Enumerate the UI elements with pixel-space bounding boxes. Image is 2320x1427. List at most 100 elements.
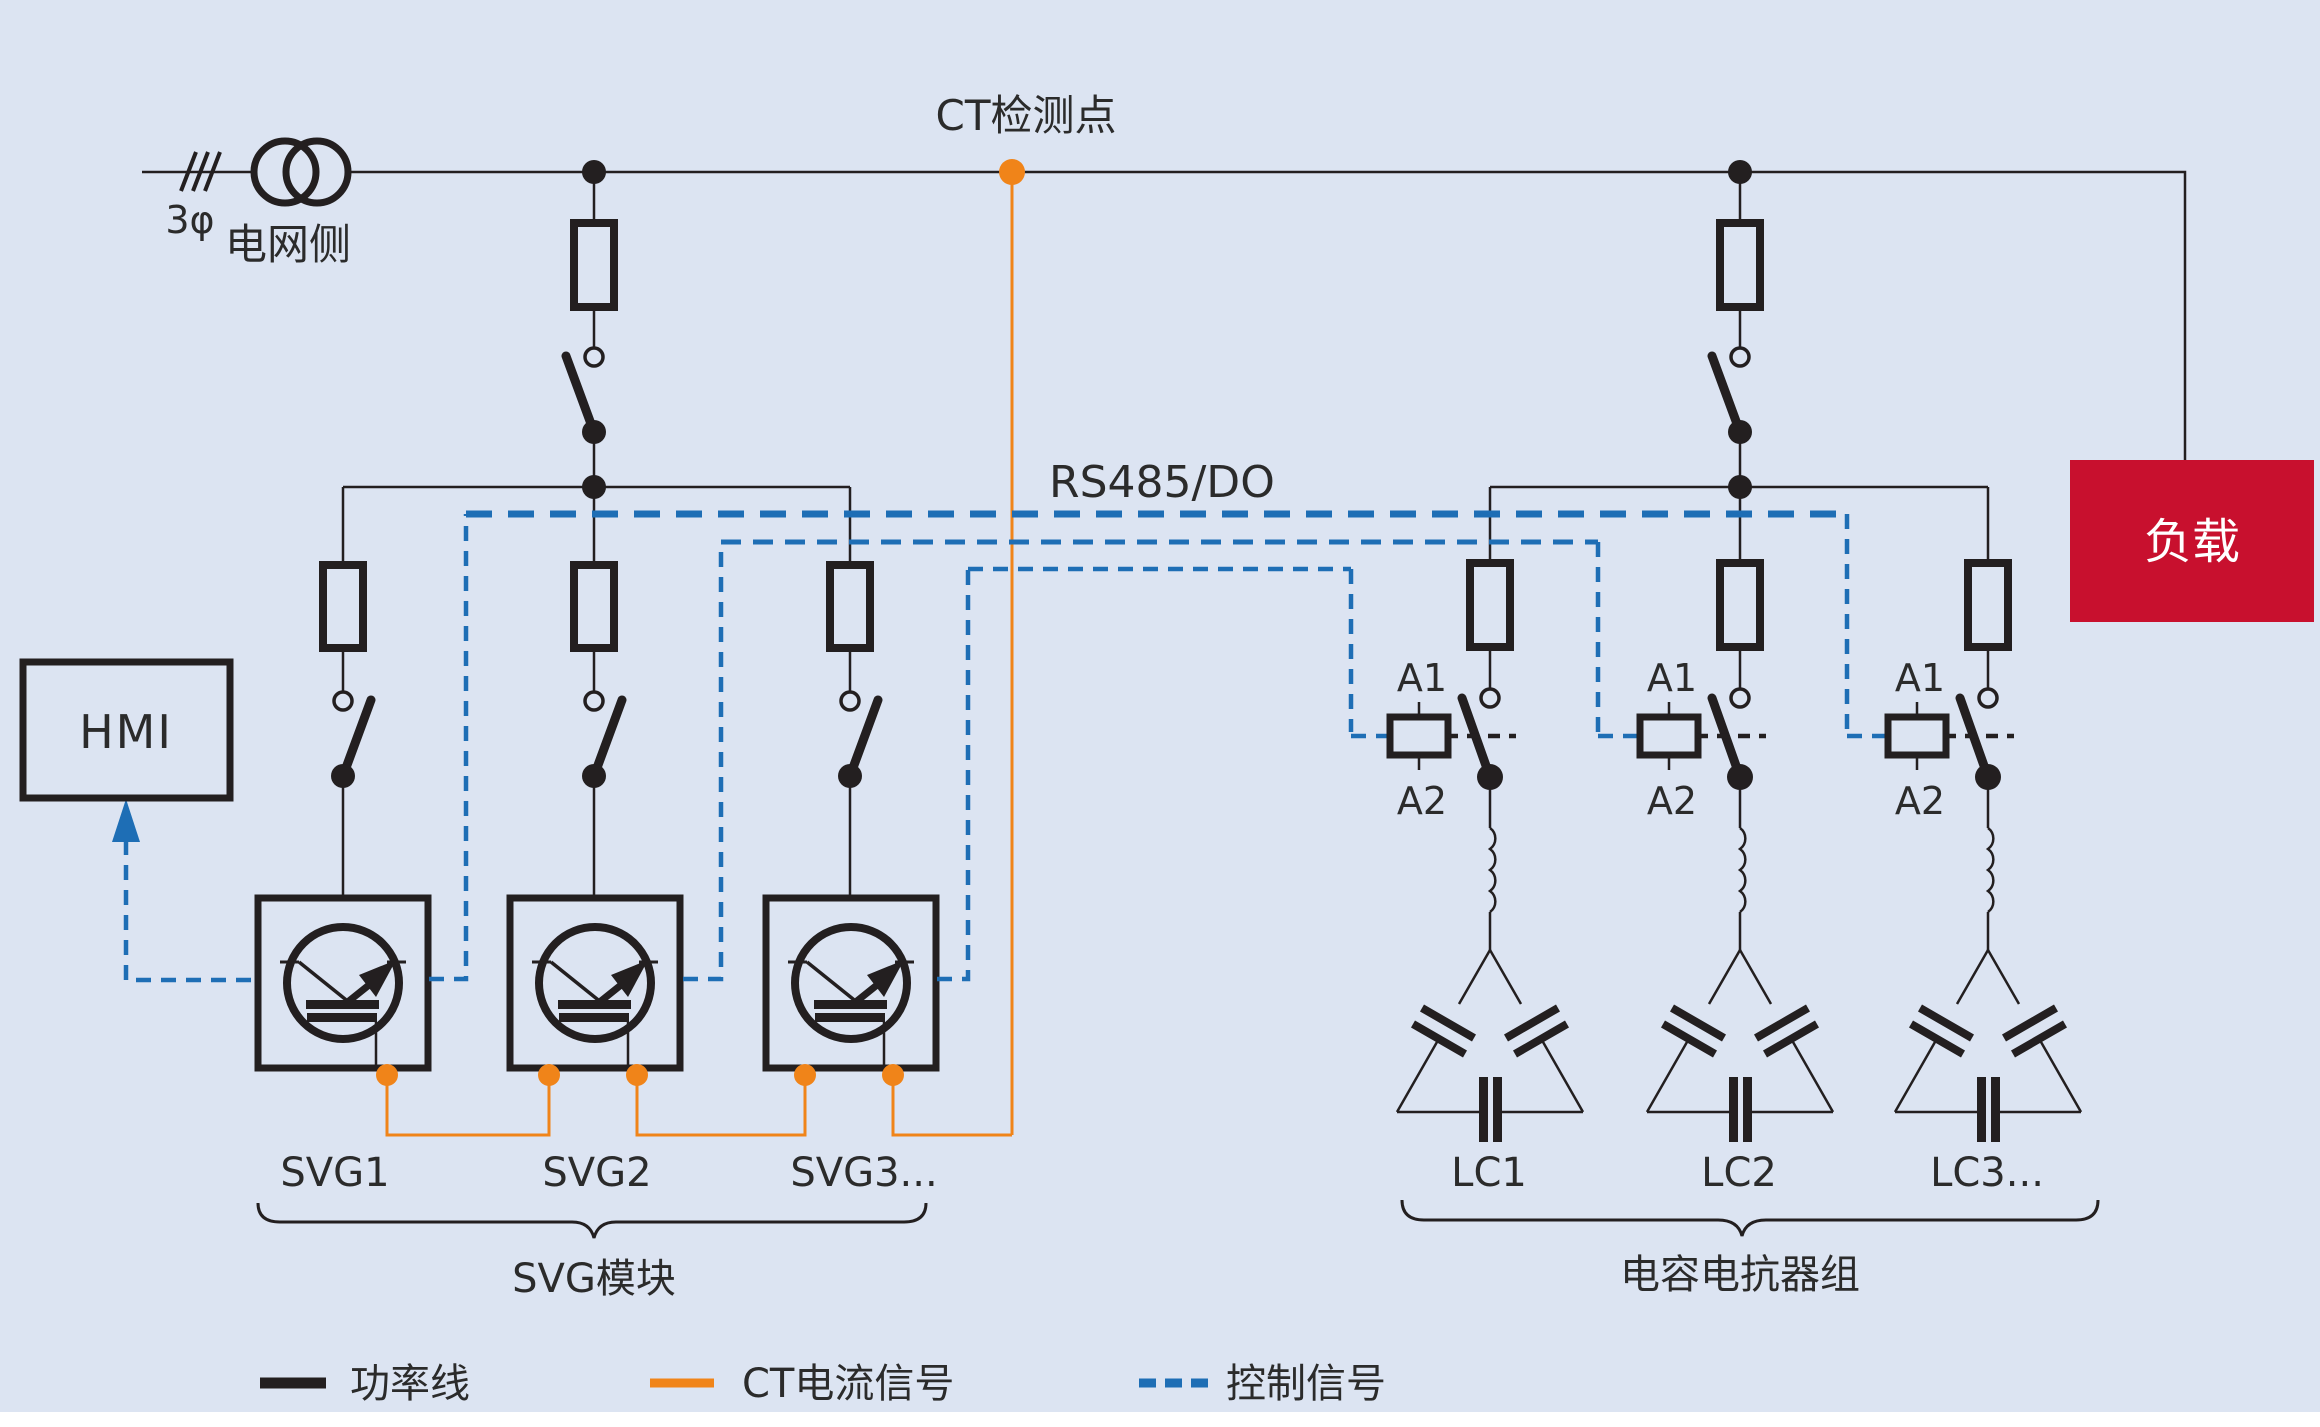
converter-arrow-head <box>359 960 396 997</box>
converter-needle-icon <box>805 960 860 1005</box>
capacitor-plates-left <box>1411 1004 1476 1058</box>
switch-pivot-dot <box>1728 420 1752 444</box>
junction-dot <box>1728 160 1752 184</box>
lc-branch-label: LC3... <box>1930 1150 2044 1196</box>
load-label: 负载 <box>2144 514 2240 570</box>
grid-side-label: 电网侧 <box>225 220 351 269</box>
junction-dot <box>582 160 606 184</box>
svg2-control-riser <box>683 542 724 982</box>
hmi-frame <box>19 658 234 802</box>
fuse-icon <box>570 561 618 652</box>
contactor-pivot-dot <box>1727 764 1753 790</box>
hmi-control-line <box>123 840 256 983</box>
contactor-contact-icon <box>1729 687 1751 709</box>
switch-pivot-dot <box>331 764 355 788</box>
capacitor-plates-left <box>1909 1004 1974 1058</box>
converter-circle-icon <box>283 923 403 1043</box>
legend-power-line-label: 功率线 <box>350 1361 470 1407</box>
converter-bar-icon <box>558 1000 631 1009</box>
svg-module-box <box>506 894 684 1072</box>
junction-dot <box>582 475 606 499</box>
ct-terminal-dot <box>538 1064 560 1086</box>
svg-module-label: SVG2 <box>542 1150 651 1196</box>
delta-capacitor-icon <box>1645 949 1835 1142</box>
legend-control-signal-label: 控制信号 <box>1226 1361 1386 1407</box>
ct-terminal-dot <box>626 1064 648 1086</box>
switch-blade-icon <box>1707 351 1745 437</box>
coil-a1-label: A1 <box>1895 656 1945 700</box>
capacitor-plates-right <box>2002 1004 2067 1058</box>
lc-branch-label: LC2 <box>1701 1150 1777 1196</box>
lc-branch-1: A1 A2 LC1 <box>1386 559 1585 1196</box>
lc2-control-drop <box>1595 542 1640 739</box>
svg-module-label: SVG3... <box>790 1150 937 1196</box>
junction-dot <box>1728 475 1752 499</box>
ct-point-label: CT检测点 <box>936 91 1117 140</box>
switch-contact-icon <box>839 690 861 712</box>
ct-terminal-dot <box>794 1064 816 1086</box>
delta-outline <box>1645 949 1835 1114</box>
converter-bar-icon <box>559 1013 629 1022</box>
fuse-icon <box>570 219 618 311</box>
reactor-inductor-icon <box>1737 826 1747 914</box>
contactor-contact-icon <box>1977 687 1999 709</box>
coil-a2-label: A2 <box>1895 779 1945 823</box>
capacitor-plates-bottom <box>1479 1077 1488 1142</box>
svg-group-label: SVG模块 <box>512 1256 676 1302</box>
svg-module-box <box>254 894 432 1072</box>
converter-arrow-shaft <box>598 982 624 1004</box>
converter-arrow-head <box>611 960 648 997</box>
arrow-up-icon <box>112 799 140 842</box>
phase-label: 3φ <box>165 198 214 242</box>
main-bus-wire <box>348 170 2187 460</box>
capacitor-plates-bottom <box>1977 1077 1986 1142</box>
lc-branch-3: A1 A2 LC3... <box>1884 559 2083 1196</box>
main-breaker-right <box>1707 219 1764 444</box>
load-box: 负载 <box>2070 460 2314 622</box>
reactor-inductor-icon <box>1487 826 1497 914</box>
capacitor-plates-right <box>1754 1004 1819 1058</box>
main-breaker-left <box>561 219 618 444</box>
svg-column-wires <box>341 648 852 898</box>
capacitor-plates-bottom <box>1991 1077 2000 1142</box>
coil-a1-label: A1 <box>1647 656 1697 700</box>
switch-pivot-dot <box>582 764 606 788</box>
switch-blade-icon <box>338 695 376 781</box>
capacitor-plates-right <box>1504 1004 1569 1058</box>
load-rect <box>2070 460 2314 622</box>
fuse-icon <box>826 561 874 652</box>
converter-circle-icon <box>535 923 655 1043</box>
fuse-icon <box>1716 559 1764 651</box>
coil-a1-label: A1 <box>1397 656 1447 700</box>
svg1-control-riser <box>429 514 469 982</box>
lc-branch-2: A1 A2 LC2 <box>1636 559 1835 1196</box>
switch-pivot-dot <box>582 420 606 444</box>
rs485-do-label: RS485/DO <box>1049 457 1275 508</box>
delta-outline <box>1395 949 1585 1114</box>
control-signal-wiring <box>112 510 1888 983</box>
delta-capacitor-icon <box>1893 949 2083 1142</box>
converter-arrow-shaft <box>854 982 880 1004</box>
reactor-inductor-icon <box>1985 826 1995 914</box>
converter-needle-icon <box>297 960 352 1005</box>
switch-blade-icon <box>589 695 627 781</box>
svg-column-switchgear <box>319 561 883 788</box>
converter-bar-icon <box>306 1000 379 1009</box>
delta-capacitor-icon <box>1395 949 1585 1142</box>
hmi-label: HMI <box>79 705 173 759</box>
converter-bar-icon <box>307 1013 377 1022</box>
lc3-control-drop <box>1844 514 1888 739</box>
lc1-control-drop <box>1348 569 1388 739</box>
ct-signal-wiring <box>376 172 1014 1137</box>
fuse-icon <box>319 561 367 652</box>
coil-a2-label: A2 <box>1397 779 1447 823</box>
switch-contact-icon <box>332 690 354 712</box>
ct-signal-link <box>891 1075 1012 1137</box>
ct-terminal-dot <box>376 1064 398 1086</box>
converter-arrow-shaft <box>346 982 372 1004</box>
transformer-icon <box>250 137 320 207</box>
capacitor-plates-bottom <box>1743 1077 1752 1142</box>
capacitor-plates-bottom <box>1493 1077 1502 1142</box>
lc-column-wires <box>1488 647 1990 950</box>
